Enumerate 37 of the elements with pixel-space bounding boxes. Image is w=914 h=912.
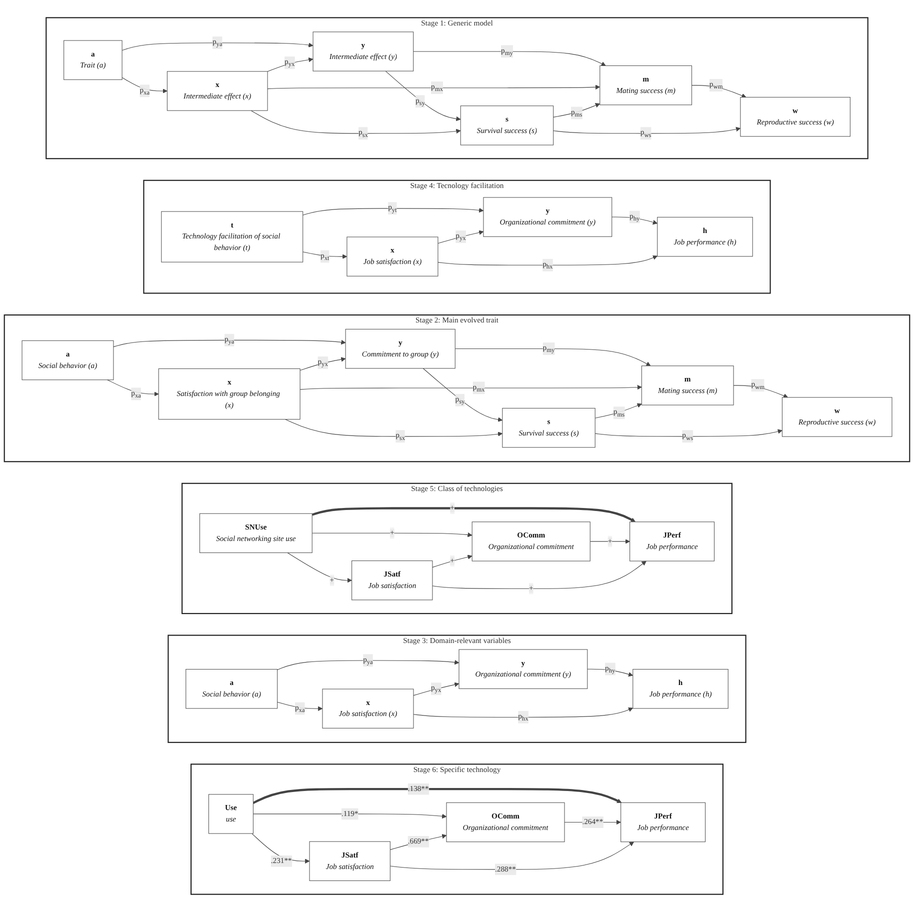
arrow [312,532,472,538]
arrow [390,842,634,870]
arrow [250,110,461,134]
arrow [438,255,658,266]
arrow [252,788,622,804]
arrow [252,833,310,864]
arrow [113,340,346,348]
arrow [733,385,788,398]
arrow [277,660,460,670]
arrow [122,77,168,94]
arrow [300,357,346,371]
arrow [553,126,741,134]
arrow [590,539,630,544]
arrow [390,834,447,850]
arrow [300,384,642,390]
arrow [454,348,651,366]
arrow [438,230,484,244]
arrow [302,208,484,216]
arrow [287,552,352,583]
arrow [432,560,646,589]
arrow [312,507,636,522]
arrow [553,103,600,118]
arrow [413,707,634,718]
arrow [107,380,159,396]
arrow [277,702,323,711]
arrow [385,70,461,122]
arrow [422,368,503,422]
arrow [413,51,606,66]
arrow [594,429,782,437]
arrow [594,403,642,418]
arrow [267,84,600,90]
arrow [252,814,447,819]
arrow [302,252,348,259]
arrow [267,57,314,72]
arrow [122,42,314,51]
arrow [413,682,460,696]
arrow [284,419,503,437]
